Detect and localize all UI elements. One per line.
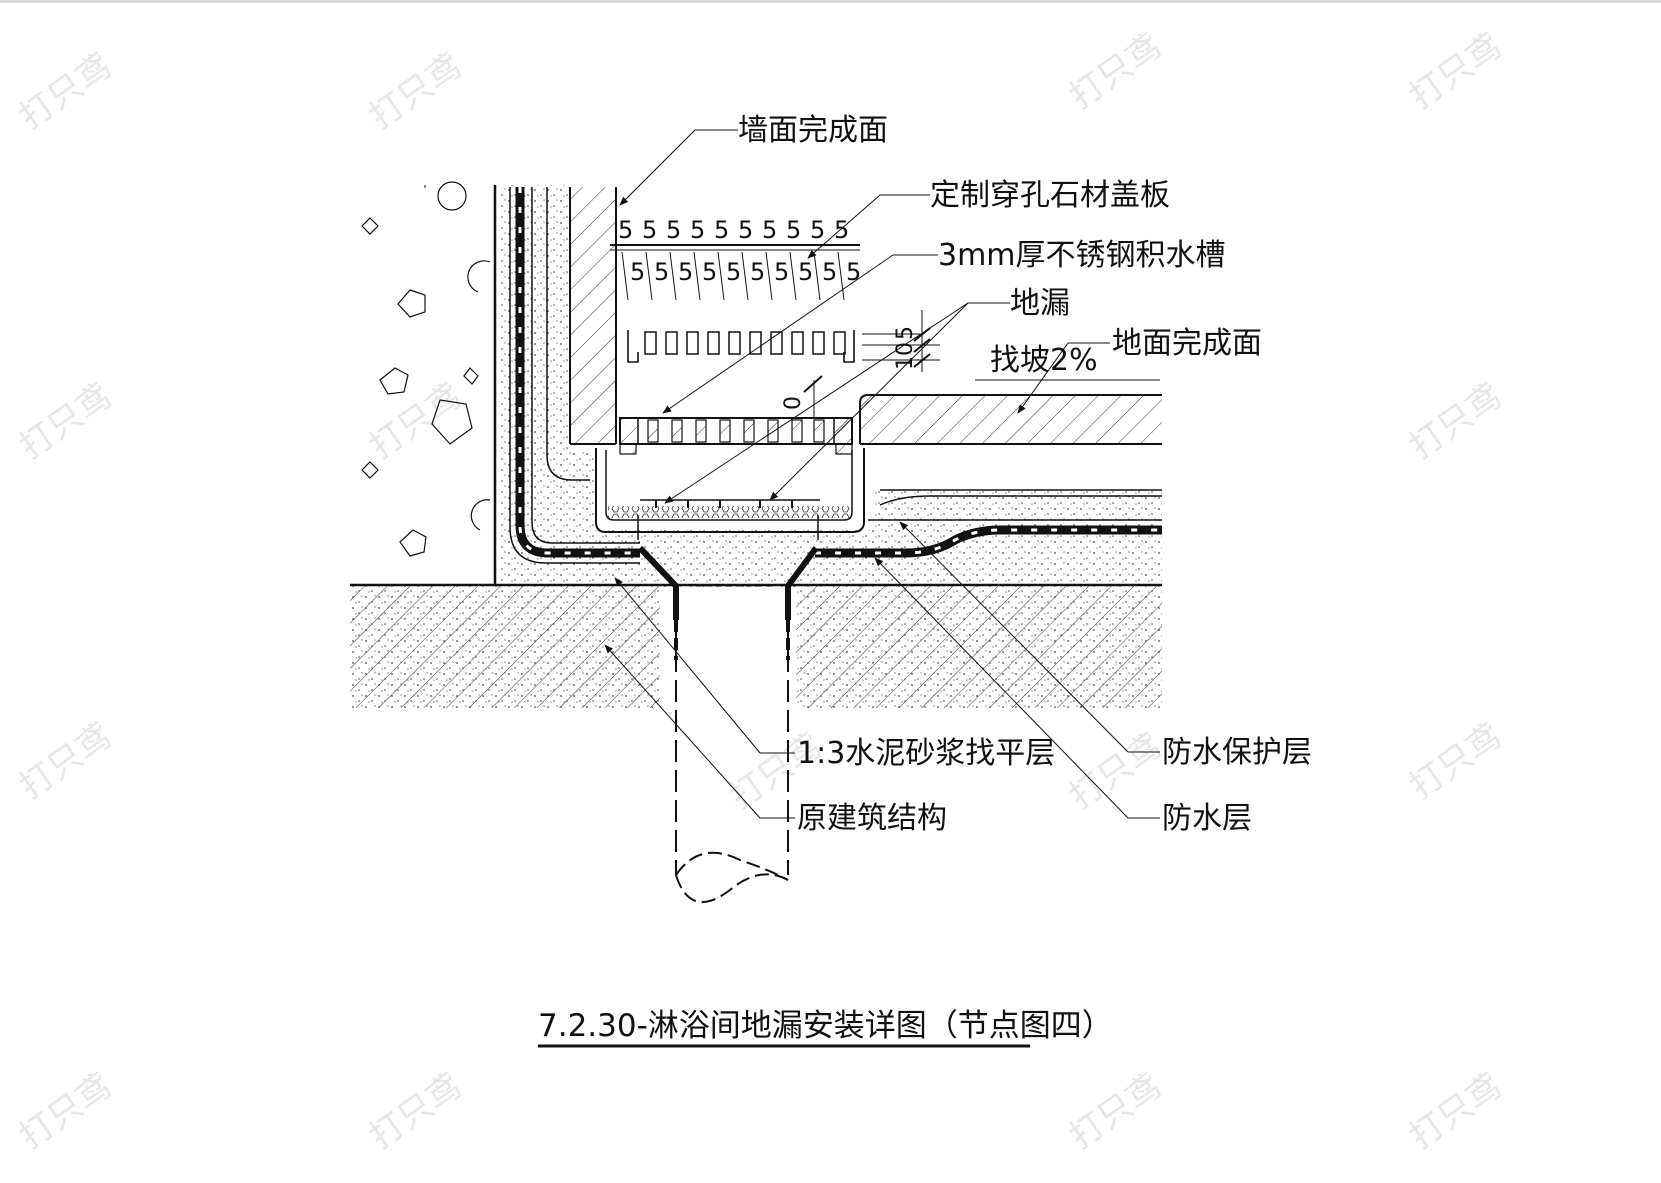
grate-char: 5 bbox=[810, 216, 825, 244]
dimension-marks: 5 10 0 bbox=[781, 310, 940, 418]
drain-outlet-pipe bbox=[637, 545, 819, 903]
grate-line bbox=[741, 251, 749, 301]
grate-char: 5 bbox=[774, 258, 789, 286]
grate-line bbox=[717, 251, 725, 301]
grate-char: 5 bbox=[654, 258, 669, 286]
grate-lines bbox=[621, 251, 845, 301]
watermark: 打只鸢 bbox=[1402, 716, 1508, 807]
wall-finish-layer bbox=[569, 187, 617, 445]
label-structure: 原建筑结构 bbox=[797, 801, 947, 836]
grate-line bbox=[645, 251, 653, 301]
label-floor-finish: 地面完成面 bbox=[1112, 326, 1262, 361]
grate-slot bbox=[749, 331, 762, 355]
grate-char: 5 bbox=[798, 258, 813, 286]
top-border bbox=[0, 0, 1661, 3]
callout-labels: 墙面完成面 定制穿孔石材盖板 3mm厚不锈钢积水槽 地漏 地面完成面 找坡2% … bbox=[738, 113, 1312, 836]
perforated-stone-cover bbox=[619, 417, 853, 455]
grate-char: 5 bbox=[714, 216, 729, 244]
watermark: 打只鸢 bbox=[1402, 376, 1508, 467]
grate-slot bbox=[644, 331, 657, 355]
grate-char: 5 bbox=[666, 216, 681, 244]
dim-5: 5 bbox=[893, 326, 918, 340]
grate-slot bbox=[770, 331, 783, 355]
watermark: 打只鸢 bbox=[362, 46, 468, 137]
label-steel-trough: 3mm厚不锈钢积水槽 bbox=[938, 238, 1226, 273]
grate-slot bbox=[812, 331, 825, 355]
watermark: 打只鸢 bbox=[12, 1066, 118, 1157]
label-waterproof-protection: 防水保护层 bbox=[1162, 735, 1312, 770]
grate-char: 5 bbox=[690, 216, 705, 244]
watermark: 打只鸢 bbox=[1402, 26, 1508, 117]
grate-char: 5 bbox=[750, 258, 765, 286]
grate-char: 5 bbox=[762, 216, 777, 244]
grate-char: 5 bbox=[630, 258, 645, 286]
dim-0: 0 bbox=[781, 396, 806, 410]
original-structure bbox=[350, 583, 1162, 708]
watermark: 打只鸢 bbox=[1062, 26, 1168, 117]
grate-slot bbox=[833, 331, 846, 355]
grate-line bbox=[837, 251, 845, 301]
watermark: 打只鸢 bbox=[1402, 1066, 1508, 1157]
drawing-title: 7.2.30-淋浴间地漏安装详图（节点图四） bbox=[538, 1008, 1113, 1048]
grate-line bbox=[669, 251, 677, 301]
watermark: 打只鸢 bbox=[1062, 1066, 1168, 1157]
grate-char: 5 bbox=[618, 216, 633, 244]
grate-slot bbox=[686, 331, 699, 355]
stainless-trough bbox=[595, 448, 865, 540]
grate-char: 5 bbox=[678, 258, 693, 286]
label-waterproof-layer: 防水层 bbox=[1162, 801, 1252, 836]
label-slope: 找坡2% bbox=[990, 343, 1098, 378]
grate-char: 5 bbox=[738, 216, 753, 244]
label-floor-drain: 地漏 bbox=[1010, 286, 1070, 321]
title-text: 7.2.30-淋浴间地漏安装详图（节点图四） bbox=[538, 1008, 1113, 1044]
label-stone-cover: 定制穿孔石材盖板 bbox=[930, 178, 1170, 213]
grate-line bbox=[693, 251, 701, 301]
floor-finish-layer bbox=[859, 394, 1162, 445]
grate-line bbox=[813, 251, 821, 301]
grate-slot bbox=[728, 331, 741, 355]
grate-char: 5 bbox=[786, 216, 801, 244]
grate-char: 5 bbox=[822, 258, 837, 286]
watermark: 打只鸢 bbox=[12, 376, 118, 467]
leader-lines bbox=[604, 129, 1160, 819]
watermark: 打只鸢 bbox=[12, 46, 118, 137]
waterproof-layer bbox=[509, 187, 1162, 564]
grate-char: 5 bbox=[726, 258, 741, 286]
grate-slot bbox=[707, 331, 720, 355]
grate-slot bbox=[791, 331, 804, 355]
watermark: 打只鸢 bbox=[12, 716, 118, 807]
grate-line bbox=[765, 251, 773, 301]
mortar-leveling-layer bbox=[500, 185, 1162, 585]
waterproof-protection-layer bbox=[546, 187, 1162, 521]
watermark: 打只鸢 bbox=[362, 376, 468, 467]
grate-char: 5 bbox=[834, 216, 849, 244]
grate-char: 5 bbox=[642, 216, 657, 244]
grate-char: 5 bbox=[702, 258, 717, 286]
existing-wall bbox=[361, 181, 497, 585]
grate-line bbox=[789, 251, 797, 301]
grate-line bbox=[621, 251, 629, 301]
watermark: 打只鸢 bbox=[362, 1066, 468, 1157]
grate-slots bbox=[644, 331, 846, 355]
label-wall-finish: 墙面完成面 bbox=[738, 113, 888, 148]
grate-slot bbox=[665, 331, 678, 355]
label-mortar: 1:3水泥砂浆找平层 bbox=[797, 736, 1055, 771]
